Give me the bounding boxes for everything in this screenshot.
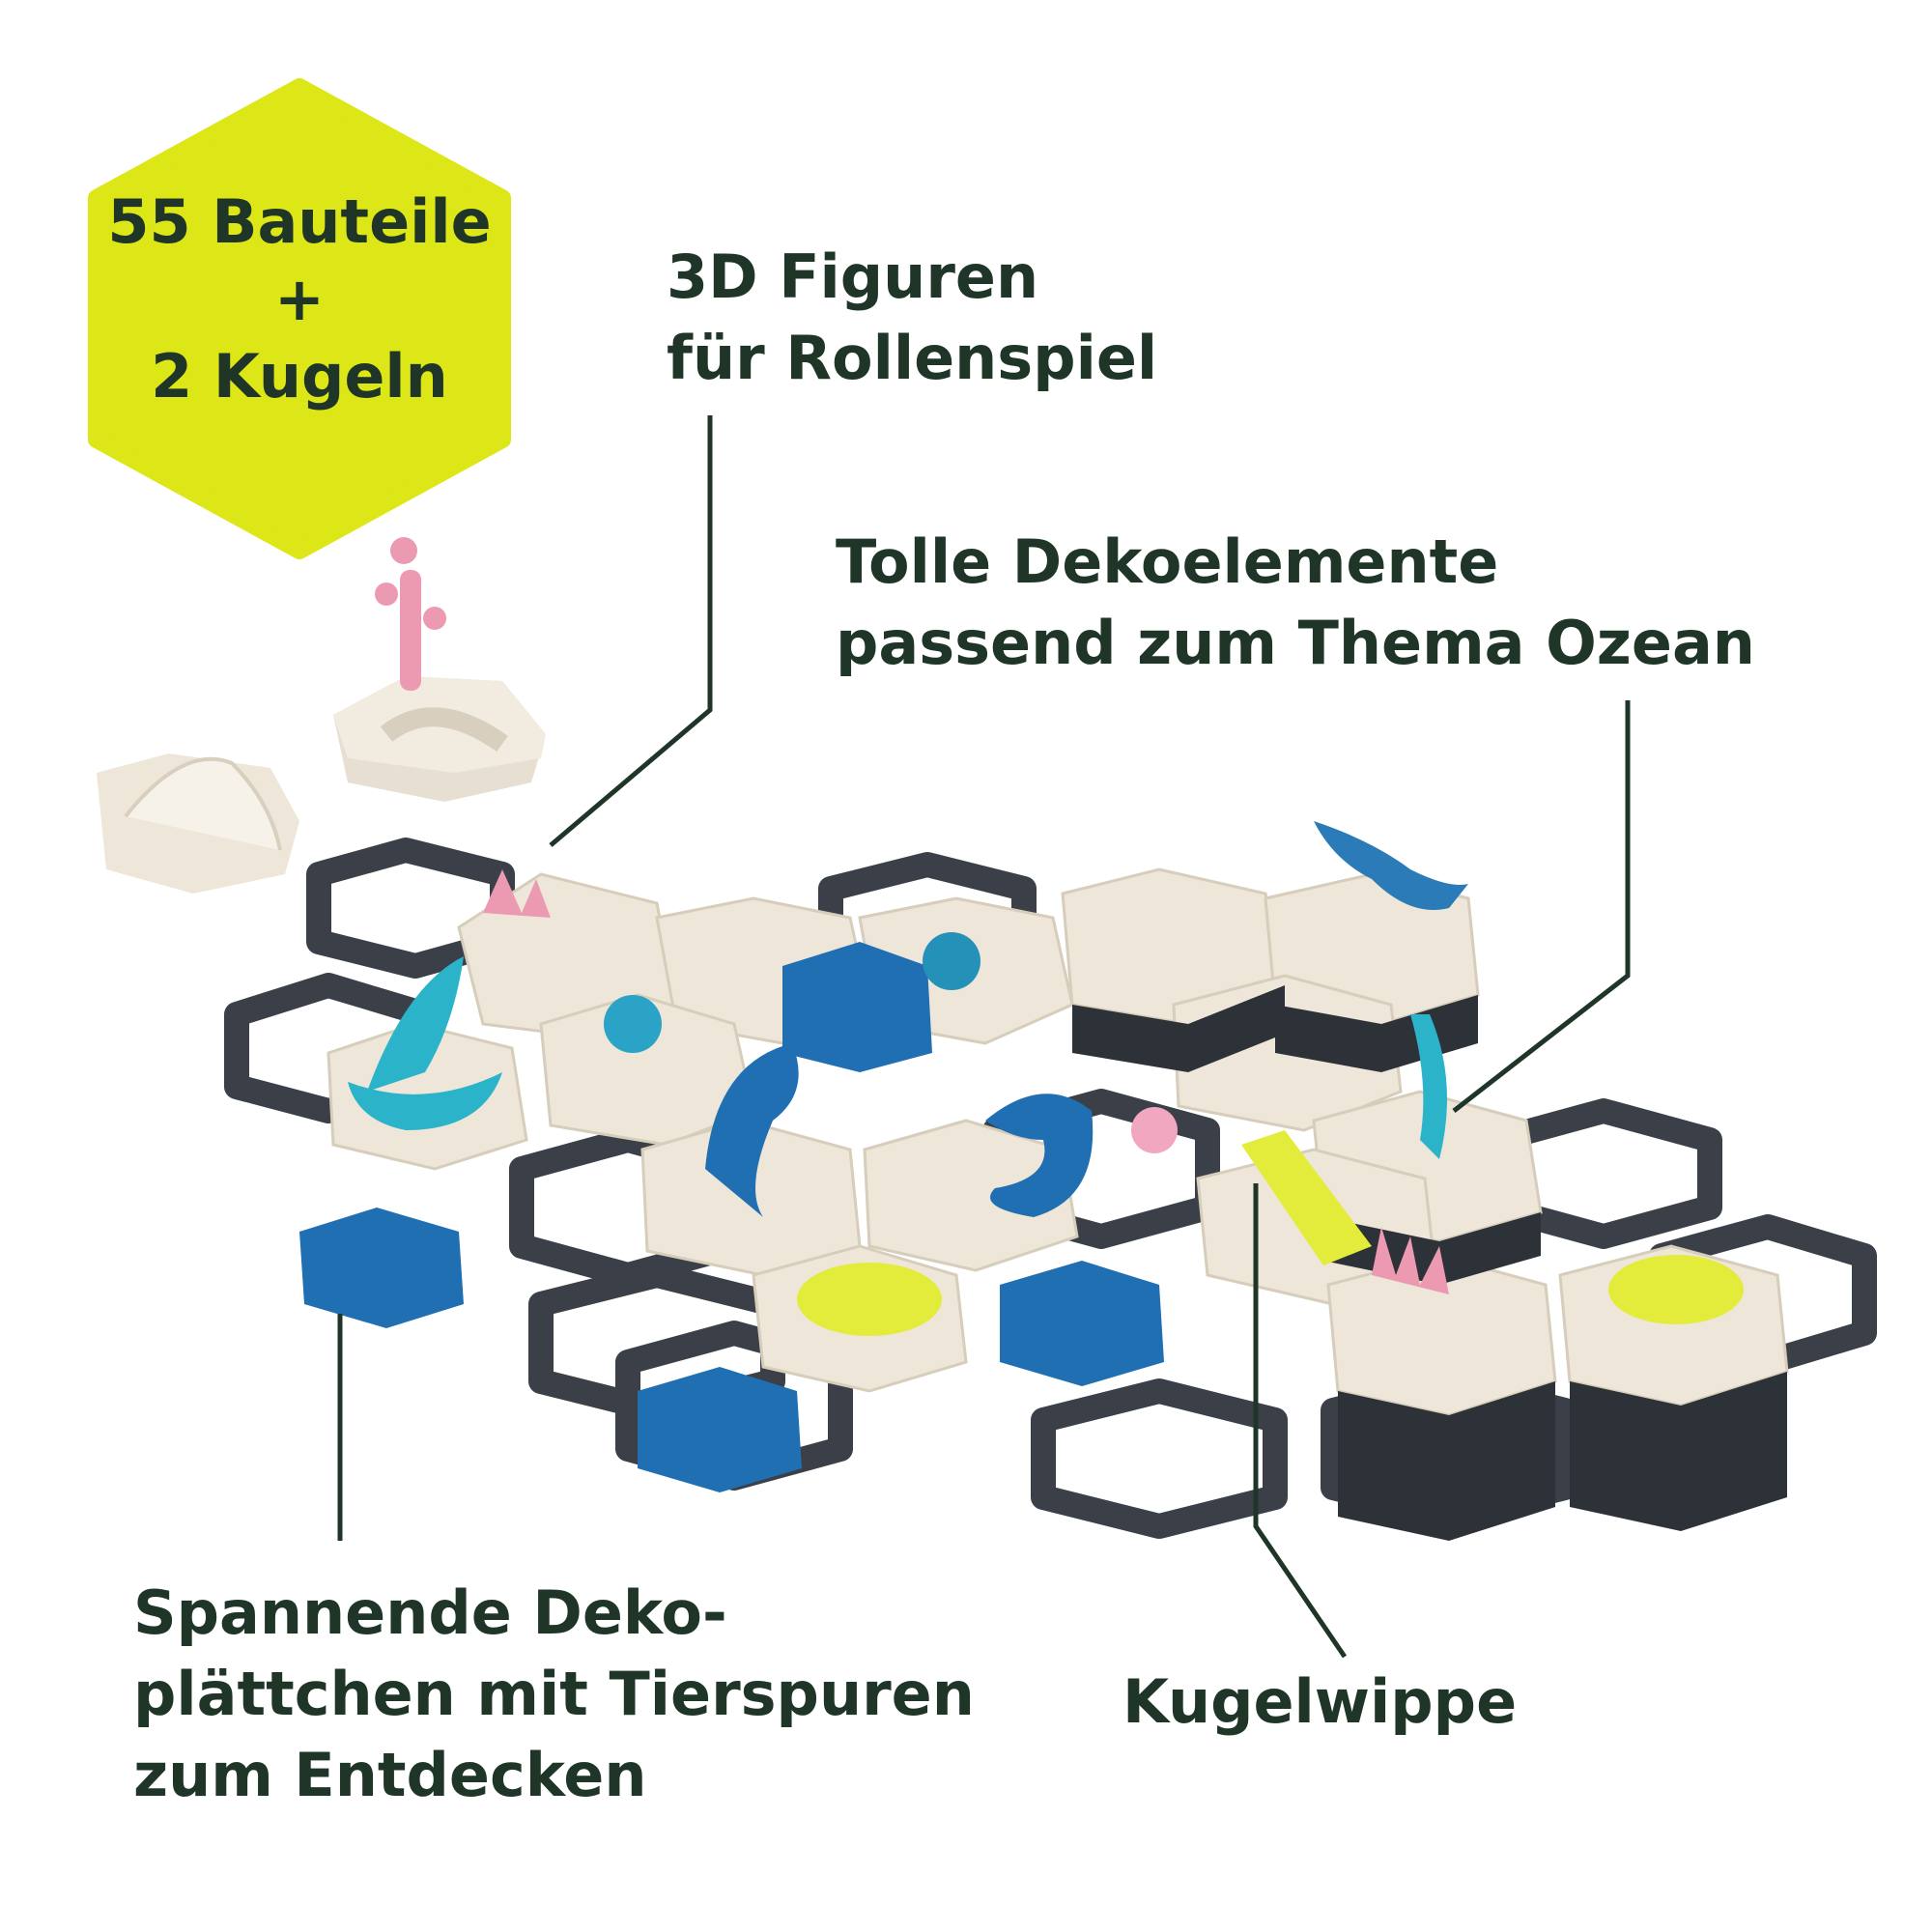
leader-line-figuren	[549, 415, 713, 847]
hexagon-badge	[88, 78, 511, 559]
yellow-elements	[797, 1130, 1744, 1336]
loose-tile-coral	[333, 537, 546, 802]
loose-tile-ramp	[97, 753, 299, 894]
callout-plaettchen-line-1: Spannende Deko-	[133, 1577, 727, 1648]
badge-line-1: 55 Bauteile	[107, 186, 492, 257]
callout-dekoelemente: Tolle Dekoelemente passend zum Thema Oze…	[836, 522, 1755, 684]
leader-line-deko	[1452, 700, 1631, 1113]
callout-kugelwippe: Kugelwippe	[1122, 1662, 1517, 1743]
callout-deko-line-2: passend zum Thema Ozean	[836, 608, 1755, 678]
callout-plaettchen-line-3: zum Entdecken	[133, 1740, 647, 1810]
badge-text: 55 Bauteile + 2 Kugeln	[77, 184, 522, 415]
blue-deko-plates	[299, 942, 1164, 1492]
callout-plaettchen-line-2: plättchen mit Tierspuren	[133, 1659, 975, 1729]
callout-figuren-line-2: für Rollenspiel	[667, 323, 1158, 393]
callout-wippe-line-1: Kugelwippe	[1122, 1666, 1518, 1737]
callout-dekoplaettchen: Spannende Deko- plättchen mit Tierspuren…	[133, 1573, 975, 1816]
ocean-figures	[348, 821, 1468, 1294]
badge-line-3: 2 Kugeln	[151, 341, 448, 412]
leader-line-wippe	[1253, 1183, 1348, 1659]
callout-3d-figuren: 3D Figuren für Rollenspiel	[667, 237, 1157, 399]
callout-deko-line-1: Tolle Dekoelemente	[836, 526, 1499, 597]
badge-line-2: +	[274, 264, 325, 334]
callout-figuren-line-1: 3D Figuren	[667, 242, 1039, 312]
